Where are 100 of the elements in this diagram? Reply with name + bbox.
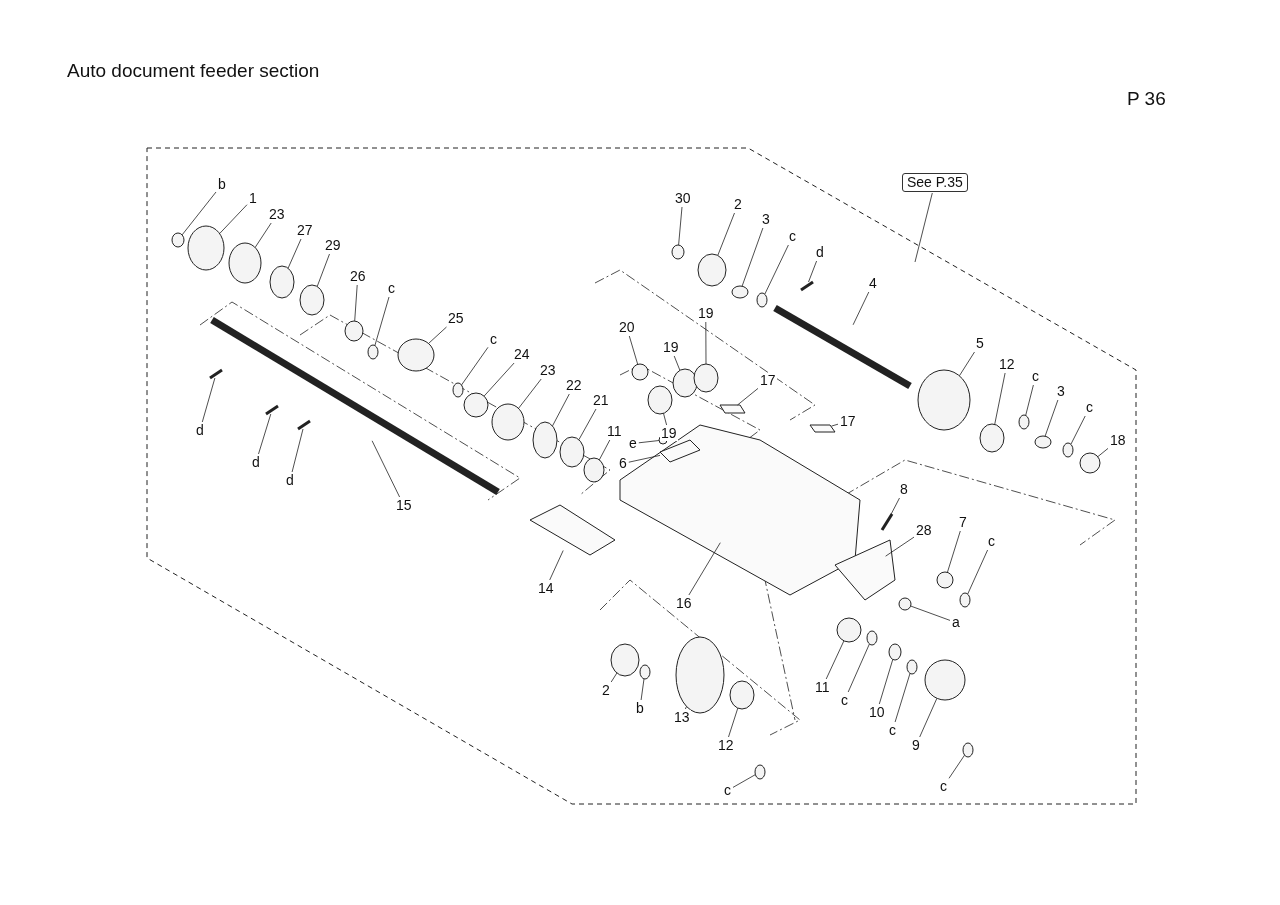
round-part: [675, 636, 725, 714]
leader-line: [678, 206, 683, 246]
callout-number: 16: [675, 596, 693, 611]
leader-line: [825, 640, 845, 680]
callout-number: b: [217, 177, 227, 192]
callout-number: 5: [975, 336, 985, 351]
leader-line: [994, 372, 1006, 425]
round-part: [836, 617, 862, 643]
leader-line: [910, 605, 951, 621]
leader-line: [685, 706, 687, 710]
round-part: [962, 742, 974, 758]
round-part: [917, 369, 971, 431]
callout-number: 10: [868, 705, 886, 720]
callout-number: 9: [911, 738, 921, 753]
leader-line: [878, 659, 894, 705]
leader-line: [894, 673, 911, 723]
callout-number: 3: [761, 212, 771, 227]
round-part: [697, 253, 727, 287]
leader-line: [663, 413, 667, 426]
leader-line: [732, 774, 756, 788]
leader-line: [967, 549, 988, 595]
leader-line: [219, 204, 248, 234]
leader-line: [847, 643, 870, 693]
callout-number: 26: [349, 269, 367, 284]
callout-number: 3: [1056, 384, 1066, 399]
leader-line: [831, 423, 839, 427]
leader-line: [1070, 415, 1086, 445]
leader-line: [947, 530, 961, 573]
callout-number: 11: [606, 424, 623, 439]
callout-number: 12: [998, 357, 1016, 372]
leader-line: [287, 238, 302, 269]
plate-part: [809, 424, 836, 433]
callout-number: 14: [537, 581, 555, 596]
leader-line: [428, 326, 447, 344]
page-title: Auto document feeder section: [67, 60, 320, 82]
leader-line: [705, 321, 707, 365]
round-part: [906, 659, 918, 675]
leader-line: [808, 260, 817, 283]
round-part: [756, 292, 768, 308]
leader-line: [728, 707, 739, 738]
leader-line: [741, 227, 764, 287]
leader-line: [598, 439, 611, 461]
leader-line: [483, 362, 515, 397]
leader-line: [254, 222, 272, 248]
round-part: [299, 284, 325, 316]
leader-line: [1097, 448, 1109, 458]
round-part: [610, 643, 640, 677]
leader-line: [201, 377, 216, 423]
leader-line: [610, 672, 618, 683]
round-part: [647, 385, 673, 415]
leader-line: [919, 697, 938, 738]
round-part: [1062, 442, 1074, 458]
callout-number: 8: [899, 482, 909, 497]
callout-number: d: [815, 245, 825, 260]
leader-line: [181, 191, 217, 236]
callout-number: 17: [759, 373, 777, 388]
round-part: [959, 592, 971, 608]
leader-line: [552, 393, 570, 427]
leader-line: [638, 440, 660, 444]
round-part: [639, 664, 651, 680]
round-part: [754, 764, 766, 780]
leader-line: [914, 192, 933, 263]
callout-number: 19: [697, 306, 715, 321]
round-part: [693, 363, 719, 393]
callout-number: 11: [814, 680, 831, 695]
callout-number: 21: [592, 393, 610, 408]
leader-line: [371, 440, 400, 498]
leader-line: [717, 212, 735, 256]
leader-line: [640, 678, 645, 701]
callout-number: 25: [447, 311, 465, 326]
round-part: [979, 423, 1005, 453]
leader-line: [374, 296, 390, 346]
round-part: [936, 571, 954, 589]
round-part: [187, 225, 225, 271]
callout-number: 1: [248, 191, 258, 206]
callout-number: 2: [601, 683, 611, 698]
round-part: [672, 368, 698, 398]
callout-number: d: [195, 423, 205, 438]
round-part: [1018, 414, 1030, 430]
plate-part: [719, 404, 746, 414]
round-part: [729, 680, 755, 710]
round-part: [898, 597, 912, 611]
rod-part: [800, 280, 814, 292]
callout-number: 15: [395, 498, 413, 513]
callout-number: 18: [1109, 433, 1127, 448]
leader-line: [959, 351, 975, 377]
rod-part: [880, 513, 894, 531]
callout-number: 17: [839, 414, 857, 429]
callout-number: 29: [324, 238, 342, 253]
plate-part: [834, 539, 896, 601]
leader-line: [885, 536, 915, 557]
leader-line: [578, 408, 597, 441]
callout-number: 19: [660, 426, 678, 441]
round-part: [731, 285, 749, 299]
leader-line: [628, 335, 639, 365]
leader-line: [461, 346, 489, 386]
round-part: [491, 403, 525, 441]
leader-line: [673, 355, 681, 371]
round-part: [671, 244, 685, 260]
round-part: [631, 363, 649, 381]
